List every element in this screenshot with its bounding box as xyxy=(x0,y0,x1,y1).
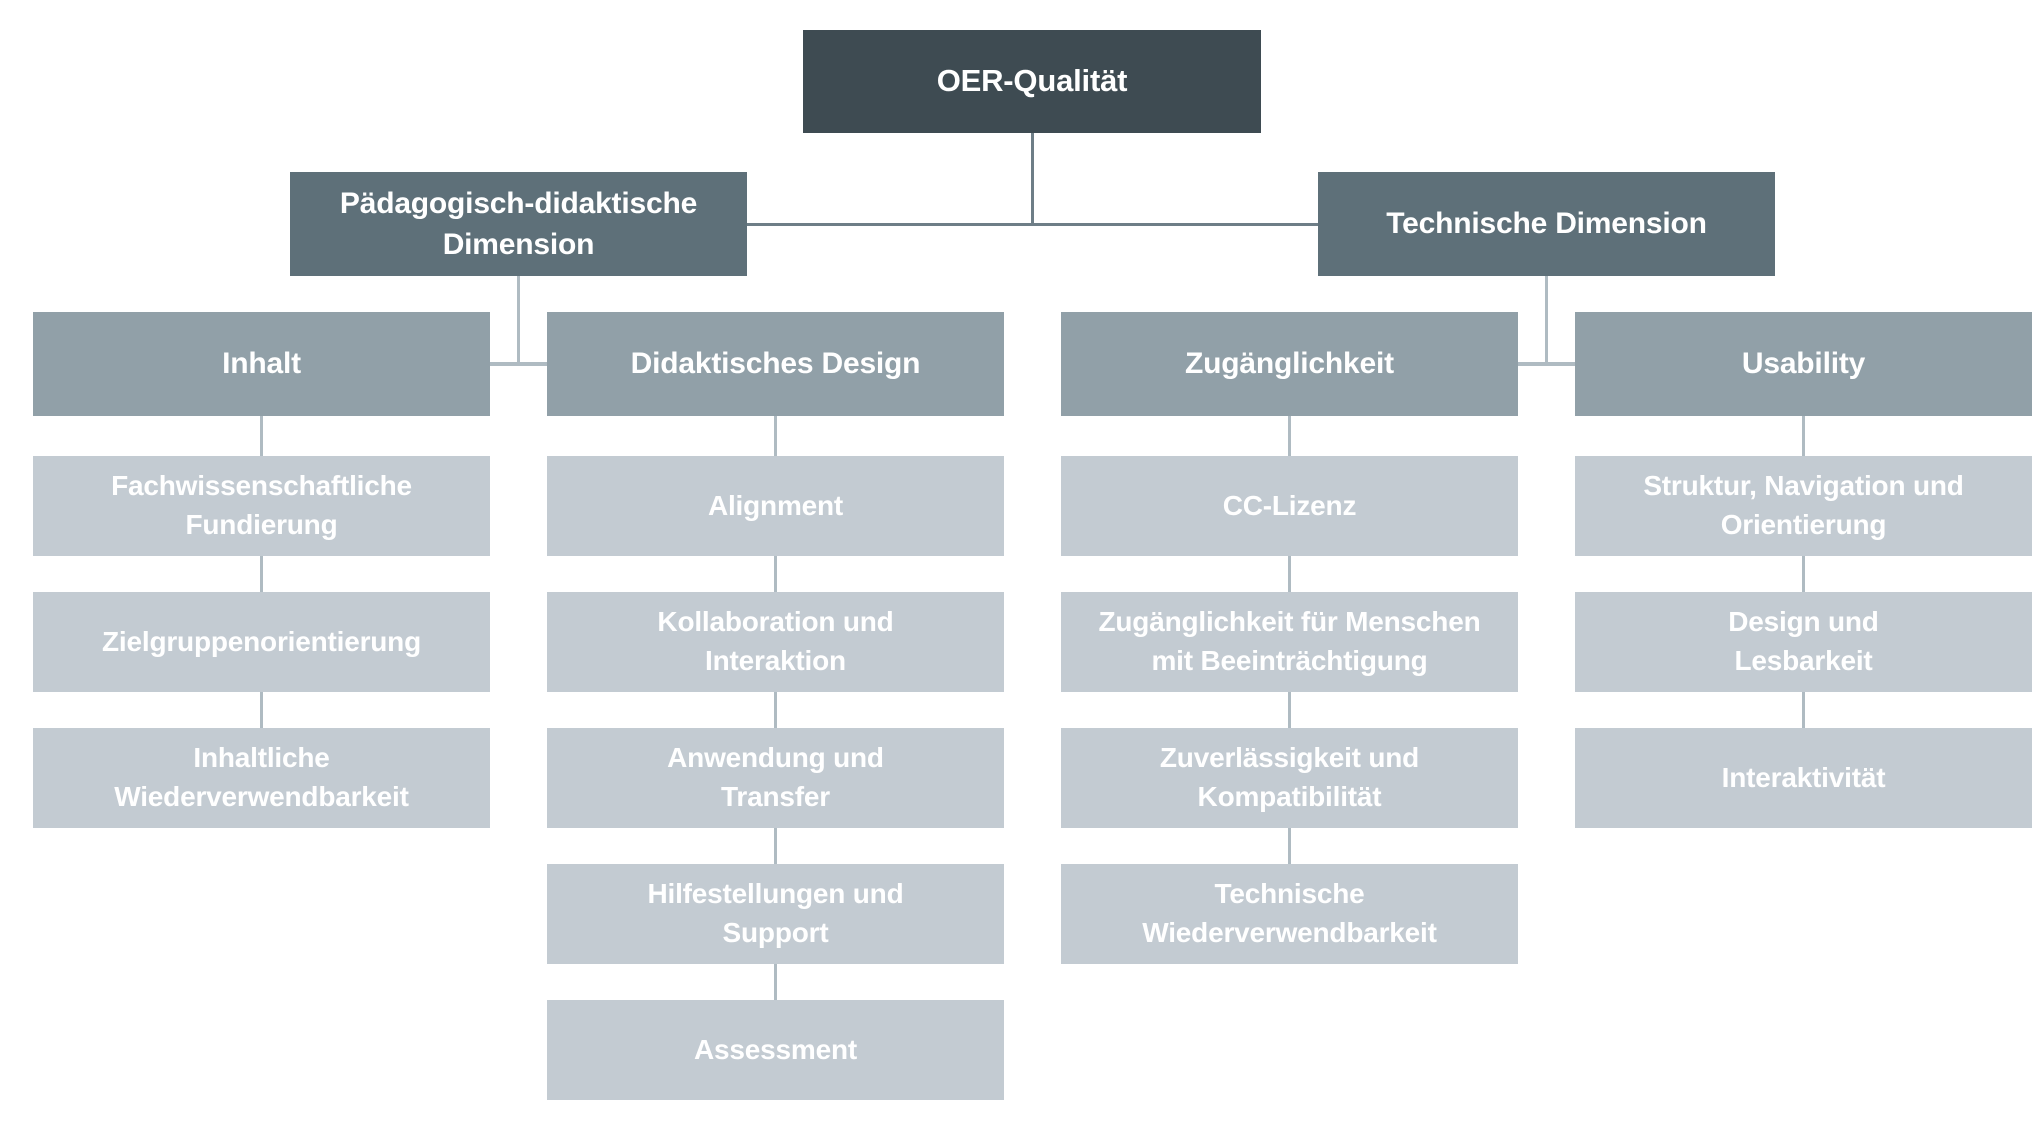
connector-paedagogisch-bridge xyxy=(490,362,547,366)
connector-technische-vertical xyxy=(1545,276,1548,366)
connector-column-segment xyxy=(1802,416,1805,456)
node-paedagogisch-didaktische-dimension: Pädagogisch-didaktische Dimension xyxy=(290,172,747,276)
header-usability: Usability xyxy=(1575,312,2032,416)
item-inhaltliche-wiederverwendbarkeit: Inhaltliche Wiederverwendbarkeit xyxy=(33,728,490,828)
item-zielgruppenorientierung: Zielgruppenorientierung xyxy=(33,592,490,692)
item-technische-wiederverwendbarkeit: Technische Wiederverwendbarkeit xyxy=(1061,864,1518,964)
item-design-und-lesbarkeit: Design und Lesbarkeit xyxy=(1575,592,2032,692)
node-oer-qualitaet: OER-Qualität xyxy=(803,30,1261,133)
connector-column-segment xyxy=(1802,556,1805,592)
node-technische-dimension: Technische Dimension xyxy=(1318,172,1775,276)
item-fachwissenschaftliche-fundierung: Fachwissenschaftliche Fundierung xyxy=(33,456,490,556)
header-inhalt: Inhalt xyxy=(33,312,490,416)
item-zugaenglichkeit-fuer-menschen: Zugänglichkeit für Menschen mit Beeinträ… xyxy=(1061,592,1518,692)
connector-column-segment xyxy=(1288,828,1291,864)
connector-column-segment xyxy=(774,964,777,1000)
item-anwendung-und-transfer: Anwendung und Transfer xyxy=(547,728,1004,828)
item-zuverlaessigkeit-und-kompatibilitaet: Zuverlässigkeit und Kompatibilität xyxy=(1061,728,1518,828)
header-zugaenglichkeit: Zugänglichkeit xyxy=(1061,312,1518,416)
connector-column-segment xyxy=(1802,692,1805,728)
item-hilfestellungen-und-support: Hilfestellungen und Support xyxy=(547,864,1004,964)
item-kollaboration-und-interaktion: Kollaboration und Interaktion xyxy=(547,592,1004,692)
connector-root-horizontal xyxy=(747,223,1318,226)
connector-column-segment xyxy=(1288,416,1291,456)
connector-column-segment xyxy=(1288,692,1291,728)
item-alignment: Alignment xyxy=(547,456,1004,556)
item-struktur-navigation-orientierung: Struktur, Navigation und Orientierung xyxy=(1575,456,2032,556)
connector-column-segment xyxy=(260,556,263,592)
item-assessment: Assessment xyxy=(547,1000,1004,1100)
item-cc-lizenz: CC-Lizenz xyxy=(1061,456,1518,556)
connector-root-vertical xyxy=(1031,133,1034,225)
connector-column-segment xyxy=(774,416,777,456)
connector-paedagogisch-vertical xyxy=(517,276,520,366)
connector-column-segment xyxy=(260,416,263,456)
connector-technische-bridge xyxy=(1518,362,1575,366)
connector-column-segment xyxy=(774,556,777,592)
connector-column-segment xyxy=(260,692,263,728)
item-interaktivitaet: Interaktivität xyxy=(1575,728,2032,828)
connector-column-segment xyxy=(774,828,777,864)
connector-column-segment xyxy=(1288,556,1291,592)
connector-column-segment xyxy=(774,692,777,728)
header-didaktisches-design: Didaktisches Design xyxy=(547,312,1004,416)
